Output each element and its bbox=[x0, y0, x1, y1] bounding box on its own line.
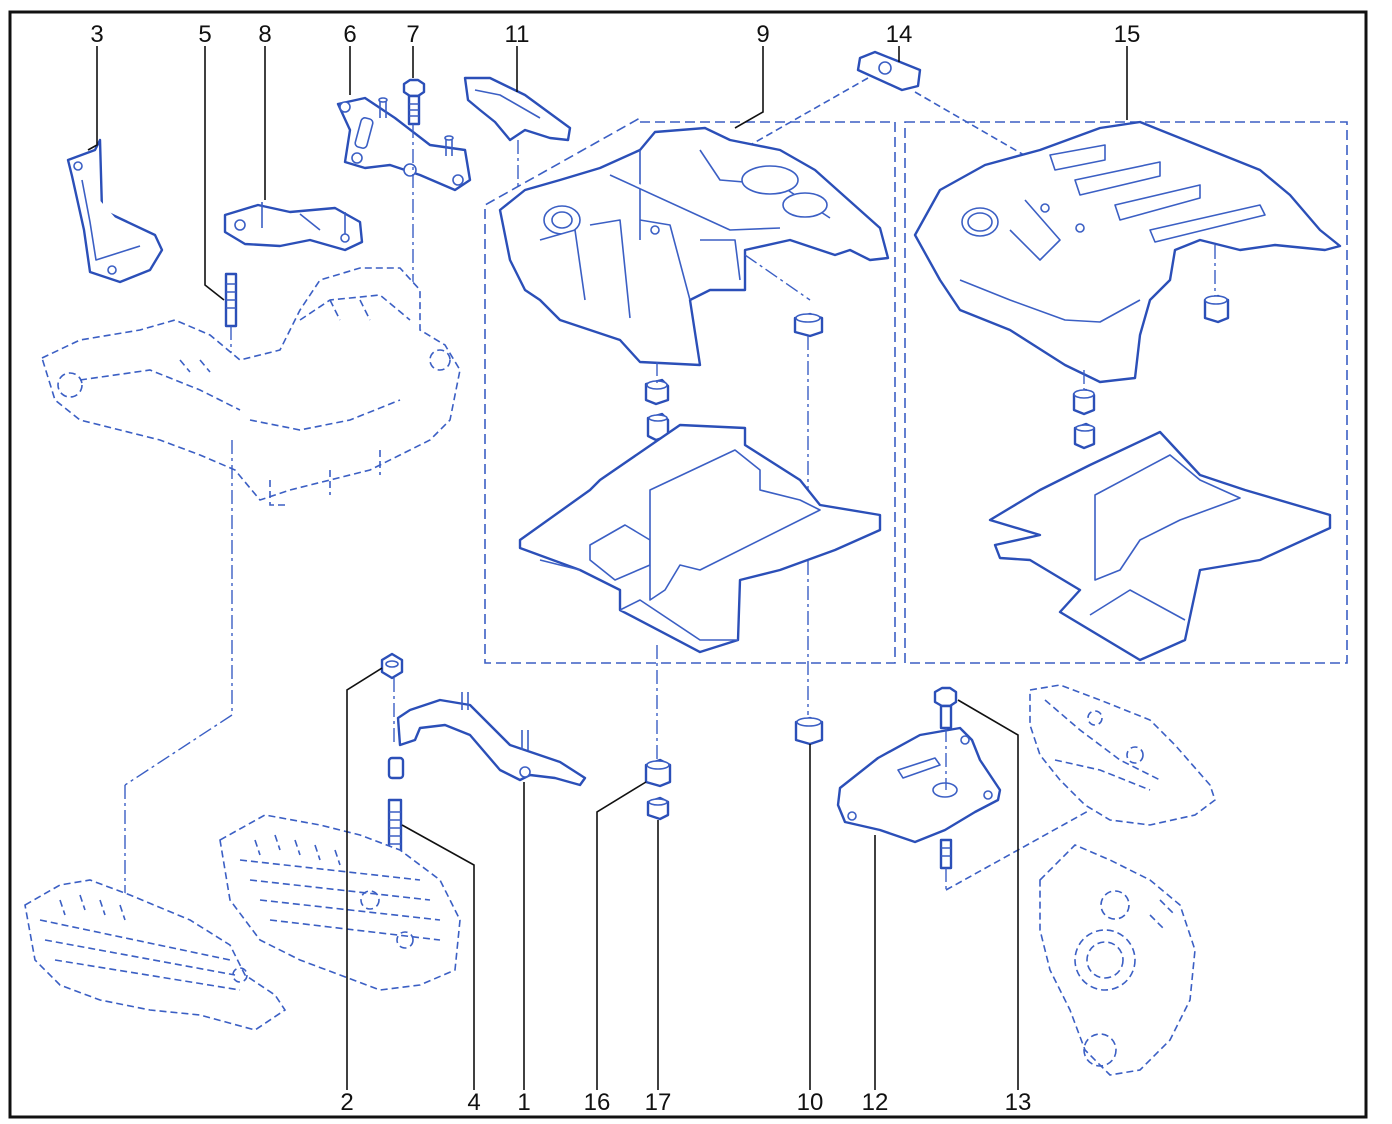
part-9-engine-cover bbox=[498, 126, 890, 367]
part-7-bolt bbox=[402, 78, 426, 290]
cover-kit-box-9 bbox=[484, 117, 896, 664]
cover-kit-box-15 bbox=[904, 121, 1348, 664]
callout-11: 11 bbox=[505, 21, 530, 48]
callout-8: 8 bbox=[258, 21, 271, 48]
part-3-bracket bbox=[66, 138, 164, 284]
callout-10: 10 bbox=[797, 1089, 824, 1116]
callout-17: 17 bbox=[645, 1089, 672, 1116]
part-6-plate bbox=[336, 96, 472, 192]
callouts-top: 3 5 8 6 7 11 9 14 15 bbox=[90, 21, 1140, 48]
callout-5: 5 bbox=[198, 21, 211, 48]
base-plate-right bbox=[988, 430, 1332, 662]
callouts-bottom: 2 4 1 16 17 10 12 13 bbox=[340, 1089, 1031, 1116]
turbo-assembly-ghost bbox=[1029, 684, 1216, 1076]
grommet-right-lower bbox=[1072, 370, 1096, 450]
callout-2: 2 bbox=[340, 1089, 353, 1116]
intake-manifold-ghost bbox=[41, 267, 461, 905]
exhaust-manifold-ghost bbox=[24, 879, 287, 1031]
callout-15: 15 bbox=[1114, 21, 1141, 48]
part-16-grommet bbox=[644, 758, 672, 788]
callout-14: 14 bbox=[886, 21, 913, 48]
part-15-engine-cover bbox=[913, 120, 1342, 384]
diagram-border bbox=[8, 10, 1368, 1119]
part-1-bracket bbox=[387, 692, 587, 787]
callout-6: 6 bbox=[343, 21, 356, 48]
callout-12: 12 bbox=[862, 1089, 889, 1116]
leader-lines bbox=[87, 46, 1128, 1090]
grommet-left-upper bbox=[744, 254, 824, 715]
part-2-nut bbox=[380, 652, 404, 745]
grommet-left-lower bbox=[644, 362, 670, 442]
callout-3: 3 bbox=[90, 21, 103, 48]
callout-1: 1 bbox=[517, 1089, 530, 1116]
base-plate-left bbox=[518, 423, 882, 765]
callout-13: 13 bbox=[1005, 1089, 1032, 1116]
part-17-sleeve bbox=[646, 796, 670, 821]
callout-7: 7 bbox=[406, 21, 419, 48]
callout-4: 4 bbox=[467, 1089, 480, 1116]
part-8-bracket bbox=[223, 202, 364, 252]
cylinder-head-ghost-center bbox=[219, 814, 461, 991]
part-12-plate bbox=[836, 726, 1002, 844]
callout-9: 9 bbox=[756, 21, 769, 48]
callout-16: 16 bbox=[584, 1089, 611, 1116]
grommet-right-upper bbox=[1203, 245, 1230, 324]
part-10-grommet bbox=[794, 716, 824, 746]
part-11-shield bbox=[463, 76, 572, 190]
